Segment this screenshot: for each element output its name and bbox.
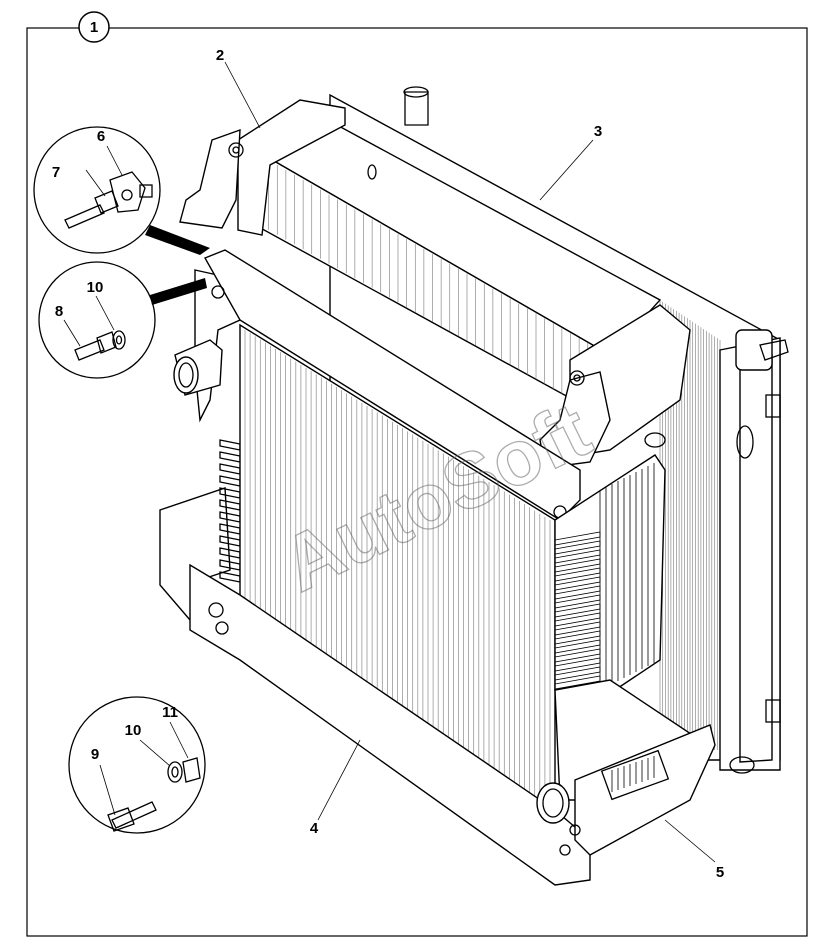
lower-mounting-bracket <box>536 724 716 856</box>
leader-4 <box>317 739 361 821</box>
leader-10a <box>95 295 115 331</box>
radiator <box>159 249 591 886</box>
detail-pointer-bolt-washer <box>150 278 207 305</box>
callout-9: 9 <box>91 746 99 763</box>
detail-bubble-bolt-washer-nut <box>68 696 206 834</box>
callout-7: 7 <box>52 164 60 181</box>
detail-pointer-fitting <box>145 225 210 255</box>
callout-10-lower: 10 <box>125 722 142 739</box>
callout-6: 6 <box>97 128 105 145</box>
diagram-frame <box>26 27 808 937</box>
charge-air-cooler <box>179 99 691 469</box>
leader-7 <box>85 169 106 197</box>
leader-6 <box>106 145 123 176</box>
leader-10b <box>139 739 171 767</box>
oil-cooler <box>554 432 701 801</box>
leader-3 <box>539 139 594 201</box>
callout-4: 4 <box>310 820 319 837</box>
condenser-side-tank <box>719 329 789 774</box>
detail-bubble-bolt-washer <box>38 261 207 379</box>
callout-5: 5 <box>716 864 724 881</box>
callout-11: 11 <box>162 704 178 721</box>
leader-2 <box>224 61 261 129</box>
leader-8 <box>63 319 81 347</box>
callout-8: 8 <box>55 303 63 320</box>
callout-3: 3 <box>594 123 602 140</box>
callout-10-upper: 10 <box>87 279 104 296</box>
leader-9 <box>99 764 116 816</box>
frame-label: 1 <box>90 19 98 36</box>
leader-11 <box>169 721 189 759</box>
frame-label-badge: 1 <box>78 11 110 43</box>
leader-5 <box>664 819 716 863</box>
callout-2: 2 <box>216 47 224 64</box>
detail-bubble-fitting <box>33 126 210 255</box>
